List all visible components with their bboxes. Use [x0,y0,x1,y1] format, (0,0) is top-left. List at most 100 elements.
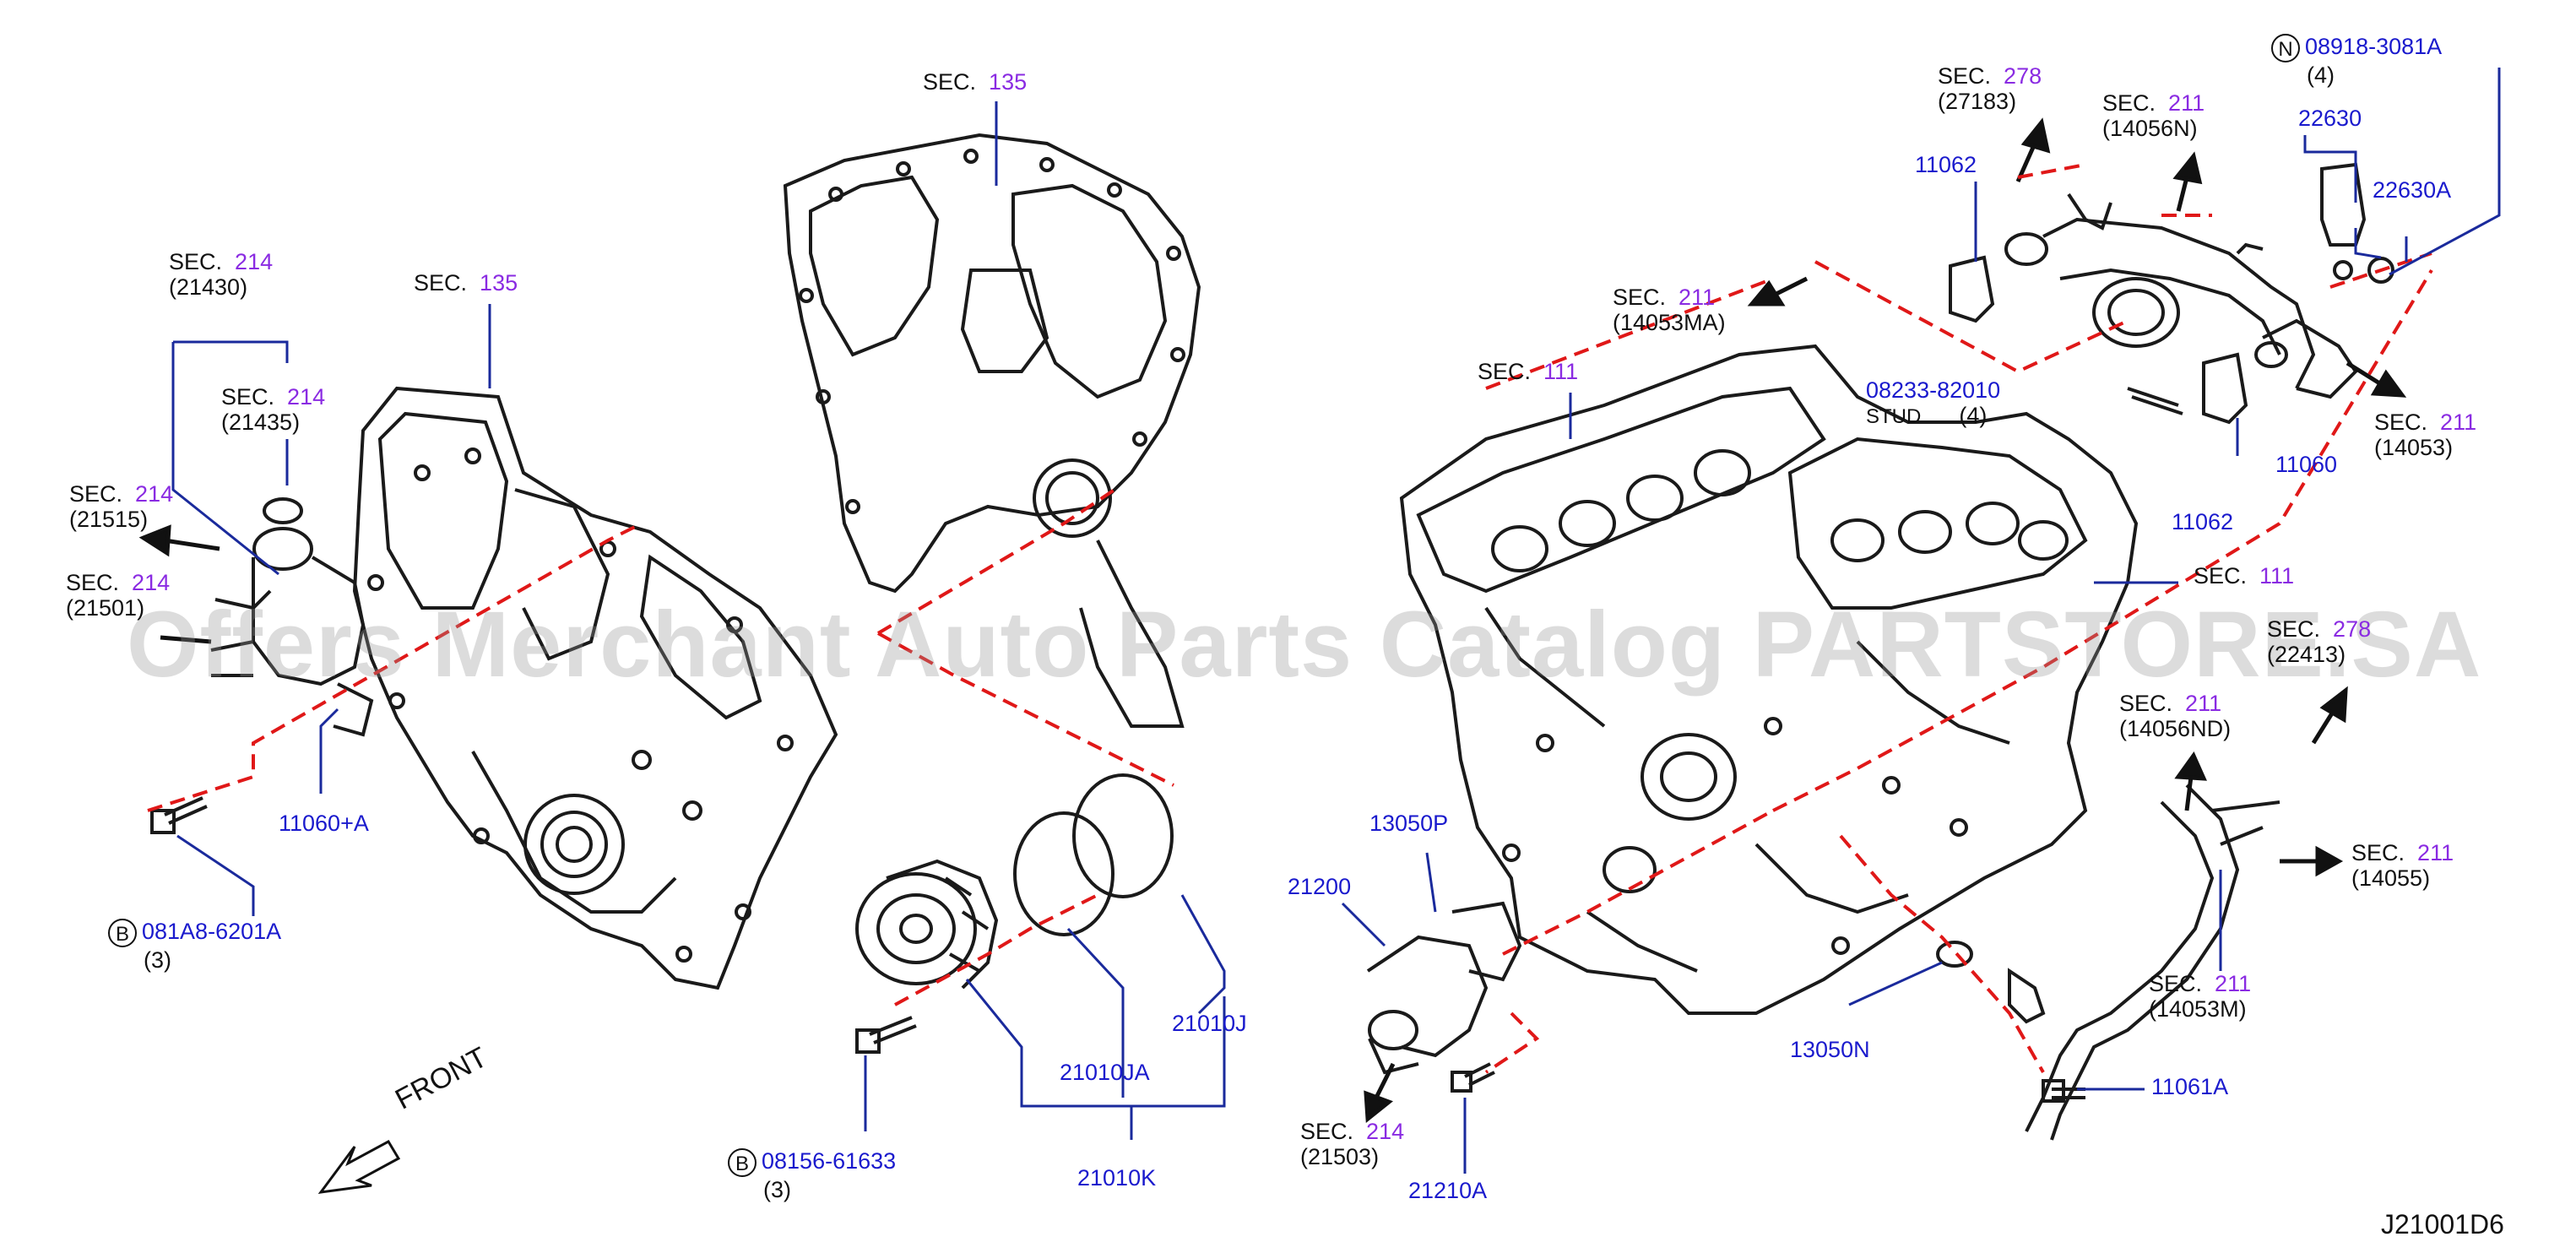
label-sec278-22413[interactable]: SEC. 278 (22413) [2267,616,2371,667]
sec-word: SEC. [1478,359,1532,384]
part-22630[interactable]: 22630 [2298,106,2362,131]
sec-ref: (21503) [1300,1144,1380,1169]
part-number: 08156-61633 [762,1148,897,1174]
label-sec214-21435[interactable]: SEC. 214 (21435) [221,384,325,435]
sec-number: 214 [1366,1119,1405,1144]
thermostat-housing-left-drawing [210,497,374,737]
sec-word: SEC. [2374,410,2428,435]
sec-number: 211 [1678,285,1716,310]
water-outlet-pipe-drawing [2004,193,2358,399]
sec-ref: (21430) [169,274,248,300]
part-13050N[interactable]: 13050N [1790,1037,1870,1062]
sec-word: SEC. [2119,691,2173,716]
part-number: 081A8-6201A [142,919,282,945]
part-21210A[interactable]: 21210A [1408,1178,1488,1203]
sec-ref: (27183) [1938,89,2017,114]
sec-word: SEC. [2194,563,2248,589]
front-arrow [317,1139,401,1194]
sec-number: 278 [2333,616,2372,642]
label-sec214-21503[interactable]: SEC. 214 (21503) [1300,1119,1404,1169]
part-desc: STUD [1866,405,1922,428]
sec-number: 214 [132,570,171,595]
part-21010K[interactable]: 21010K [1077,1165,1157,1191]
label-sec111-top[interactable]: SEC. 111 [1478,359,1578,384]
label-sec214-21430[interactable]: SEC. 214 (21430) [169,249,273,300]
part-11062-top[interactable]: 11062 [1915,152,1977,177]
label-sec211-14055[interactable]: SEC. 211 (14055) [2351,840,2454,891]
part-21200[interactable]: 21200 [1288,874,1352,899]
sec-word: SEC. [2351,840,2405,865]
washer-08918-drawing [2367,257,2394,284]
label-sec214-21501[interactable]: SEC. 214 (21501) [66,570,170,621]
stud-08233-drawing [2127,387,2183,415]
sec-ref: (21515) [69,507,149,532]
o-ring-21010JA [1013,811,1114,936]
water-pump-drawing [855,859,999,990]
label-sec211-14053MA[interactable]: SEC. 211 (14053MA) [1613,285,1726,335]
gasket-11062-top-drawing [1949,255,1995,323]
part-11062-bottom[interactable]: 11062 [2172,509,2234,534]
phantom-lines [147,163,2433,1074]
part-number: 08233-82010 [1866,377,2001,403]
bolt-symbol-b: B [108,919,137,947]
part-08233-82010[interactable]: 08233-82010 STUD (4) [1866,377,2000,430]
part-11060[interactable]: 11060 [2275,452,2338,477]
sec-number: 111 [2259,563,2295,589]
sec-number: 214 [287,384,326,410]
sec-word: SEC. [414,270,468,296]
sec-number: 211 [2185,691,2222,716]
sec-word: SEC. [169,249,223,274]
part-qty: (3) [763,1177,791,1202]
label-sec278-27183[interactable]: SEC. 278 (27183) [1938,63,2042,114]
sec-word: SEC. [1300,1119,1354,1144]
sec-number: 211 [2440,410,2477,435]
label-sec211-14056N[interactable]: SEC. 211 (14056N) [2102,90,2205,141]
sec-word: SEC. [1613,285,1667,310]
sec-word: SEC. [923,69,977,95]
sec-number: 211 [2417,840,2454,865]
bolt-symbol-b: B [728,1148,757,1177]
label-sec211-14056ND[interactable]: SEC. 211 (14056ND) [2119,691,2231,741]
label-sec211-14053[interactable]: SEC. 211 (14053) [2374,410,2476,460]
label-sec135-top[interactable]: SEC. 135 [923,69,1027,95]
label-sec135-left[interactable]: SEC. 135 [414,270,518,296]
sec-ref: (14055) [2351,865,2431,891]
nut-symbol-n: N [2271,34,2300,62]
sec-ref: (21435) [221,410,301,435]
bolt-08156-drawing [855,1016,917,1054]
sec-word: SEC. [66,570,120,595]
sec-number: 135 [989,69,1028,95]
sec-number: 111 [1543,359,1579,384]
sec-word: SEC. [221,384,275,410]
sec-word: SEC. [1938,63,1992,89]
sec-ref: (14053M) [2149,996,2247,1022]
bolt-081A8-drawing [150,796,208,834]
label-sec214-21515[interactable]: SEC. 214 (21515) [69,481,173,532]
part-11061A[interactable]: 11061A [2151,1074,2229,1099]
sec-number: 214 [235,249,274,274]
o-ring-21010J [1072,773,1174,898]
sec-ref: (14056ND) [2119,716,2232,741]
sec-number: 214 [135,481,174,507]
part-11060-a[interactable]: 11060+A [279,811,369,836]
thermostat-housing-21200-drawing [1366,901,1522,1075]
sec-ref: (22413) [2267,642,2346,667]
label-sec111-right[interactable]: SEC. 111 [2194,563,2294,589]
part-21010J[interactable]: 21010J [1172,1011,1247,1036]
engine-block-drawing [1399,344,2139,1015]
part-21010JA[interactable]: 21010JA [1060,1060,1150,1085]
part-13050P[interactable]: 13050P [1369,811,1449,836]
leader-lines [171,68,2501,1174]
bypass-pipe-drawing [1936,784,2280,1141]
part-22630A[interactable]: 22630A [2373,177,2452,203]
part-qty: (3) [144,947,171,973]
part-number: 08918-3081A [2305,34,2443,60]
label-sec211-14053M[interactable]: SEC. 211 (14053M) [2149,971,2251,1022]
sec-ref: (14056N) [2102,116,2198,141]
sec-number: 278 [2004,63,2042,89]
direction-arrows [138,117,2407,1123]
sec-number: 211 [2168,90,2205,116]
